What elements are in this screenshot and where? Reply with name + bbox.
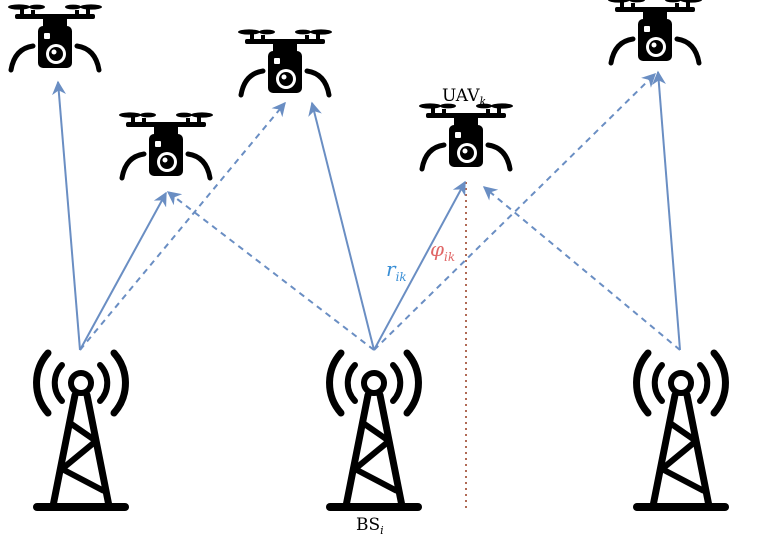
cell-tower-icon <box>326 353 422 511</box>
drone-camera-icon <box>608 0 702 63</box>
drone-camera-icon <box>238 29 332 95</box>
drone-camera-icon <box>8 4 102 70</box>
drone-camera-icon <box>119 112 213 178</box>
drone-camera-icon <box>419 103 513 169</box>
uav-k-label: UAVk <box>442 86 487 108</box>
link-bs3-uav5 <box>652 70 681 351</box>
link-bs2-uav5 <box>373 73 656 351</box>
link-bs2-uav3 <box>308 101 375 351</box>
angle-label: φik <box>430 237 455 264</box>
link-bs2-uavk <box>373 180 466 351</box>
link-bs2-uav2 <box>166 191 375 351</box>
link-bs1-uav3 <box>79 101 286 351</box>
bs-i-label: BSi <box>356 515 384 537</box>
cell-tower-icon <box>633 353 729 511</box>
link-bs3-uavk <box>482 186 681 351</box>
link-bs1-uav1 <box>52 80 81 351</box>
distance-label: rik <box>386 257 407 284</box>
cell-tower-icon <box>33 353 129 511</box>
links <box>52 70 681 351</box>
link-bs1-uav2 <box>79 191 167 351</box>
